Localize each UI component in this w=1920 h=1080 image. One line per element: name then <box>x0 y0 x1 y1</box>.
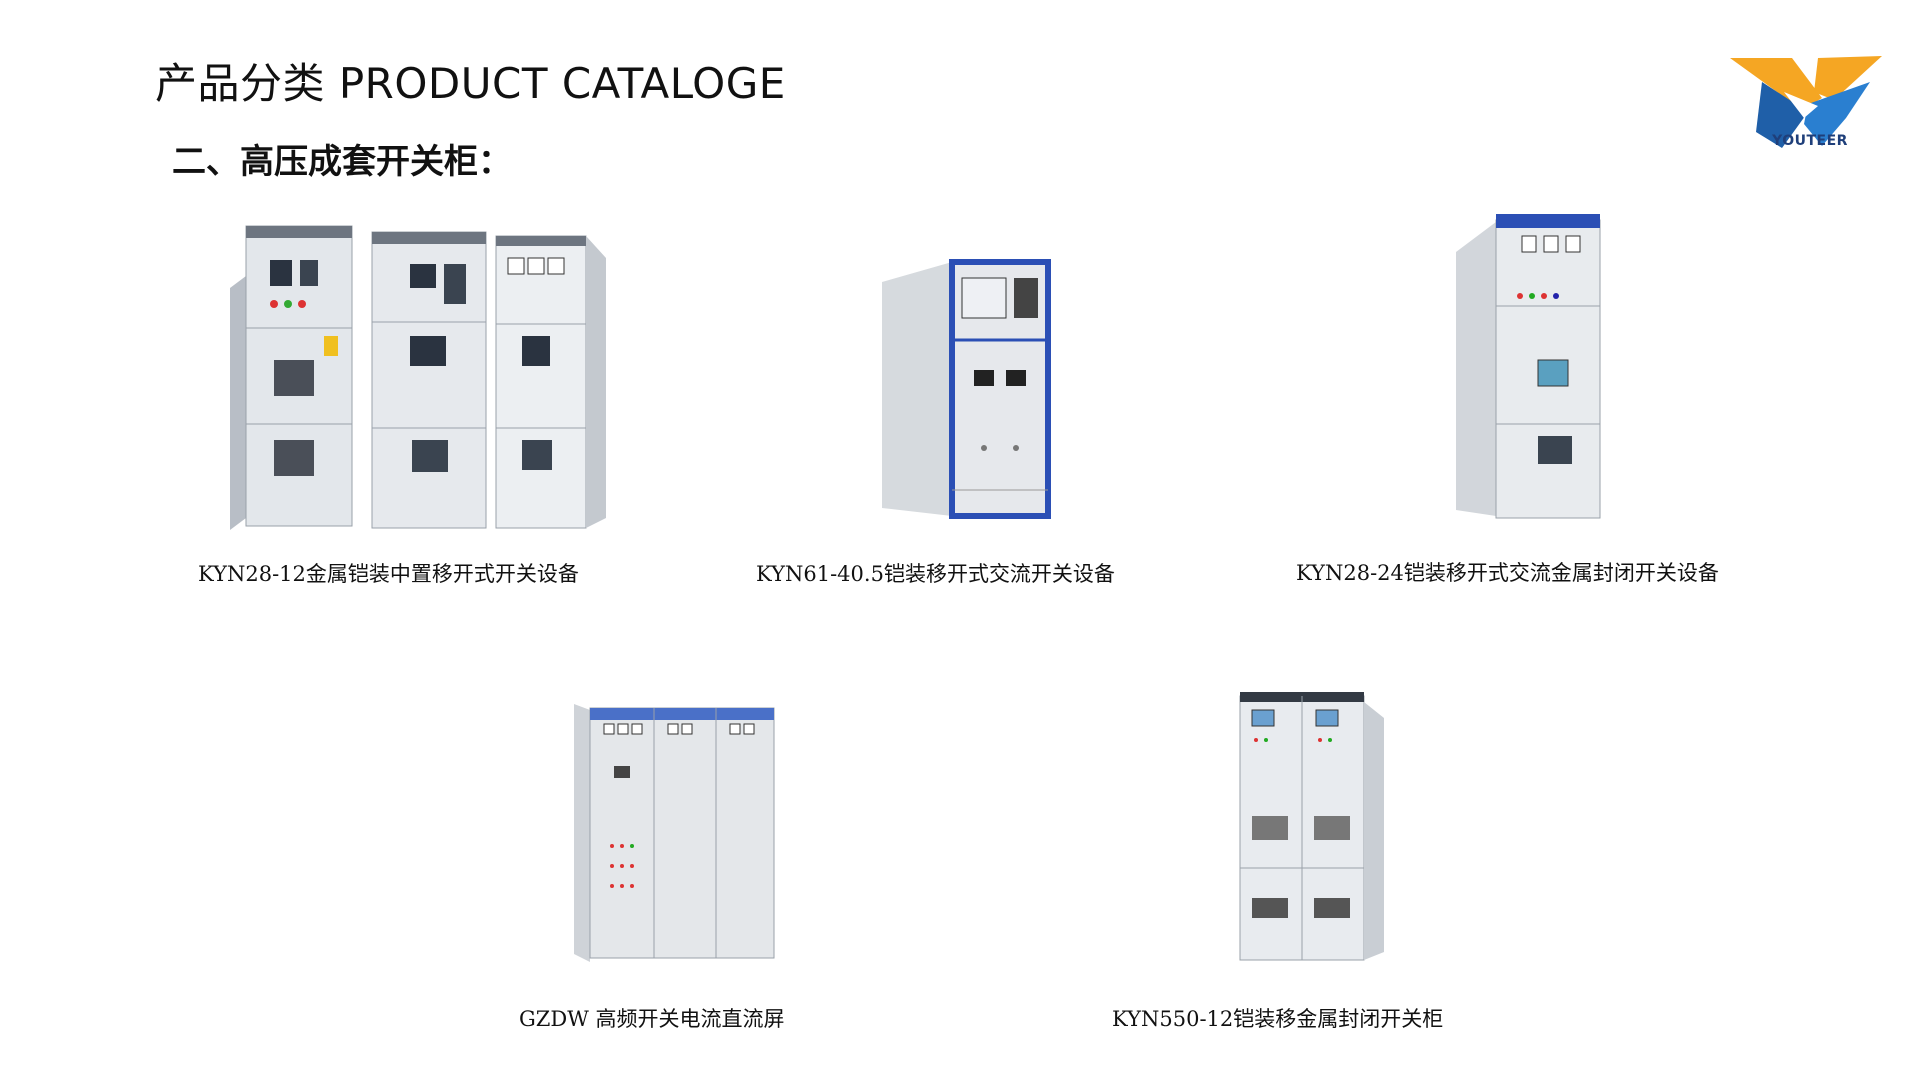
product-image-kyn550-12 <box>1239 692 1384 961</box>
product-kyn28-24 <box>1454 210 1604 522</box>
product-caption: KYN28-12金属铠装中置移开式开关设备 <box>198 562 579 586</box>
product-kyn61-40-5 <box>870 258 1060 520</box>
page-title: 产品分类 PRODUCT CATALOGE <box>155 59 786 108</box>
section-heading: 二、高压成套开关柜： <box>172 142 512 182</box>
product-caption: KYN61-40.5铠装移开式交流开关设备 <box>756 562 1115 586</box>
product-gzdw <box>570 700 780 964</box>
product-image-gzdw <box>574 704 775 962</box>
product-caption: KYN28-24铠装移开式交流金属封闭开关设备 <box>1296 561 1719 585</box>
logo-wordmark: YOUTEER <box>1772 133 1848 149</box>
product-image-kyn61-40-5 <box>882 259 1051 519</box>
product-image-kyn28-24 <box>1456 214 1601 519</box>
product-image-kyn28-12 <box>230 225 606 530</box>
product-caption: KYN550-12铠装移金属封闭开关柜 <box>1112 1007 1444 1031</box>
product-kyn28-12 <box>210 218 630 536</box>
product-caption: GZDW 高频开关电流直流屏 <box>519 1007 785 1031</box>
youteer-logo <box>1730 56 1882 148</box>
product-kyn550-12 <box>1234 690 1394 962</box>
